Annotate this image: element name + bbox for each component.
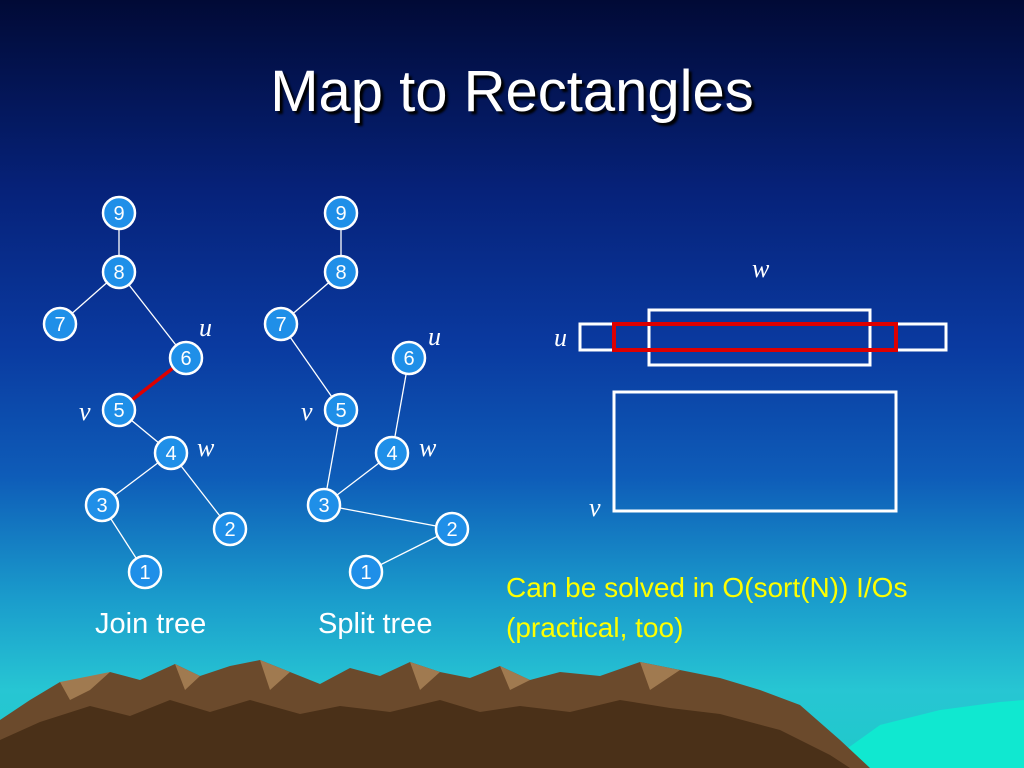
join-node-circle-3: [84, 487, 120, 523]
rect-label-u: u: [554, 323, 567, 352]
join-node-label-5: 5: [113, 400, 124, 422]
join-node-label-6: 6: [180, 348, 191, 370]
join-node-7: 7: [42, 306, 78, 342]
join-node-circle-5: [101, 392, 137, 428]
split-node-label-6: 6: [403, 348, 414, 370]
note-line-1: Can be solved in O(sort(N)) I/Os: [506, 572, 908, 603]
split-node-8: 8: [323, 254, 359, 290]
rect-v: [612, 390, 898, 513]
rect-u: [578, 322, 948, 352]
split-node-3: 3: [306, 487, 342, 523]
join-node-label-9: 9: [113, 203, 124, 225]
split-node-label-9: 9: [335, 203, 346, 225]
join-label-w: w: [197, 433, 215, 462]
split-node-6: 6: [391, 340, 427, 376]
split-label-w: w: [419, 433, 437, 462]
rect-label-w: w: [752, 254, 770, 283]
join-tree-edges: [59, 213, 231, 573]
split-node-label-2: 2: [446, 519, 457, 541]
join-node-circle-6: [168, 340, 204, 376]
join-node-5: 5: [101, 392, 137, 428]
split-node-circle-3: [306, 487, 342, 523]
join-node-circle-7: [42, 306, 78, 342]
join-node-circle-1: [127, 554, 163, 590]
split-label-u: u: [428, 322, 441, 351]
split-node-7: 7: [263, 306, 299, 342]
join-edge-8-6: [118, 271, 187, 359]
join-label-v: v: [79, 397, 91, 426]
join-node-circle-2: [212, 511, 248, 547]
split-node-circle-4: [374, 435, 410, 471]
split-edge-3-2: [323, 504, 453, 530]
slide-title: Map to Rectangles: [270, 59, 754, 124]
join-node-2: 2: [212, 511, 248, 547]
join-node-8: 8: [101, 254, 137, 290]
split-node-4: 4: [374, 435, 410, 471]
split-node-circle-2: [434, 511, 470, 547]
join-node-label-4: 4: [165, 443, 176, 465]
join-node-circle-4: [153, 435, 189, 471]
split-node-label-8: 8: [335, 262, 346, 284]
split-node-circle-7: [263, 306, 299, 342]
join-node-3: 3: [84, 487, 120, 523]
split-node-circle-1: [348, 554, 384, 590]
rect-highlight: [612, 322, 898, 352]
split-tree-nodes: 9 8 7 6 5 4 3 2 1: [263, 195, 470, 590]
split-node-label-3: 3: [318, 495, 329, 517]
join-node-circle-8: [101, 254, 137, 290]
split-node-circle-6: [391, 340, 427, 376]
join-node-label-2: 2: [224, 519, 235, 541]
split-tree-caption: Split tree: [318, 608, 433, 640]
mountain-landscape: [0, 660, 1024, 768]
join-node-label-3: 3: [96, 495, 107, 517]
split-node-label-4: 4: [386, 443, 397, 465]
split-node-9: 9: [323, 195, 359, 231]
join-label-u: u: [199, 313, 212, 342]
join-node-4: 4: [153, 435, 189, 471]
split-node-5: 5: [323, 392, 359, 428]
split-node-label-1: 1: [360, 562, 371, 584]
split-node-label-7: 7: [275, 314, 286, 336]
join-tree-nodes: 9 8 7 6 5 4 3 2 1: [42, 195, 248, 590]
split-node-2: 2: [434, 511, 470, 547]
split-node-circle-9: [323, 195, 359, 231]
split-node-label-5: 5: [335, 400, 346, 422]
complexity-note: Can be solved in O(sort(N)) I/Os (practi…: [506, 568, 907, 648]
rect-label-v: v: [589, 493, 601, 522]
join-node-label-8: 8: [113, 262, 124, 284]
join-node-6: 6: [168, 340, 204, 376]
split-node-circle-5: [323, 392, 359, 428]
split-node-1: 1: [348, 554, 384, 590]
join-node-label-1: 1: [139, 562, 150, 584]
split-edge-7-5: [280, 323, 342, 411]
join-node-9: 9: [101, 195, 137, 231]
join-node-label-7: 7: [54, 314, 65, 336]
rect-w: [647, 308, 872, 367]
join-node-1: 1: [127, 554, 163, 590]
note-line-2: (practical, too): [506, 612, 684, 643]
split-tree-edges: [280, 213, 453, 573]
split-node-circle-8: [323, 254, 359, 290]
join-node-circle-9: [101, 195, 137, 231]
join-tree-caption: Join tree: [95, 608, 207, 640]
split-label-v: v: [301, 397, 313, 426]
